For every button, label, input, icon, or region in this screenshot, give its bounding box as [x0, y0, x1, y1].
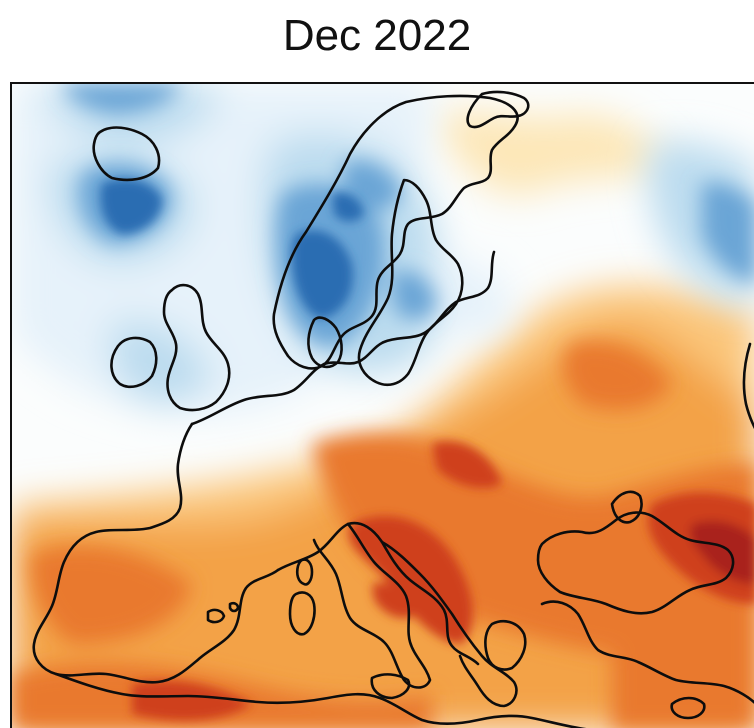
coastline-scandinavia	[272, 94, 519, 370]
coastline-sardinia	[288, 591, 316, 636]
coastline-mainland-west	[190, 250, 496, 426]
coastline-black-sea	[536, 511, 735, 615]
coastline-kola	[466, 90, 530, 129]
coastline-italy	[312, 522, 432, 689]
coastline-corsica	[295, 558, 314, 586]
anomaly-map	[12, 84, 754, 728]
extreme-anomaly-layer	[132, 441, 754, 721]
coastline-crimea	[610, 490, 643, 524]
map-frame	[10, 82, 754, 728]
coastline-great-britain	[162, 283, 231, 412]
coastline-sicily	[370, 673, 411, 700]
coastline-east-med	[670, 696, 706, 720]
coastline-north-africa	[54, 672, 587, 728]
coastlines	[32, 90, 754, 728]
coastline-turkey	[540, 600, 754, 704]
coastline-iberia	[32, 422, 280, 684]
coastline-baltic	[357, 178, 464, 387]
coastline-balearics	[206, 608, 226, 624]
coastline-balearics-2	[228, 601, 240, 613]
coastline-greece	[484, 620, 527, 671]
map-title: Dec 2022	[282, 11, 472, 60]
coastline-caspian	[742, 342, 754, 430]
coastline-iceland	[92, 126, 161, 182]
coastline-ireland	[110, 336, 158, 389]
extreme-cold-layer	[100, 179, 364, 319]
